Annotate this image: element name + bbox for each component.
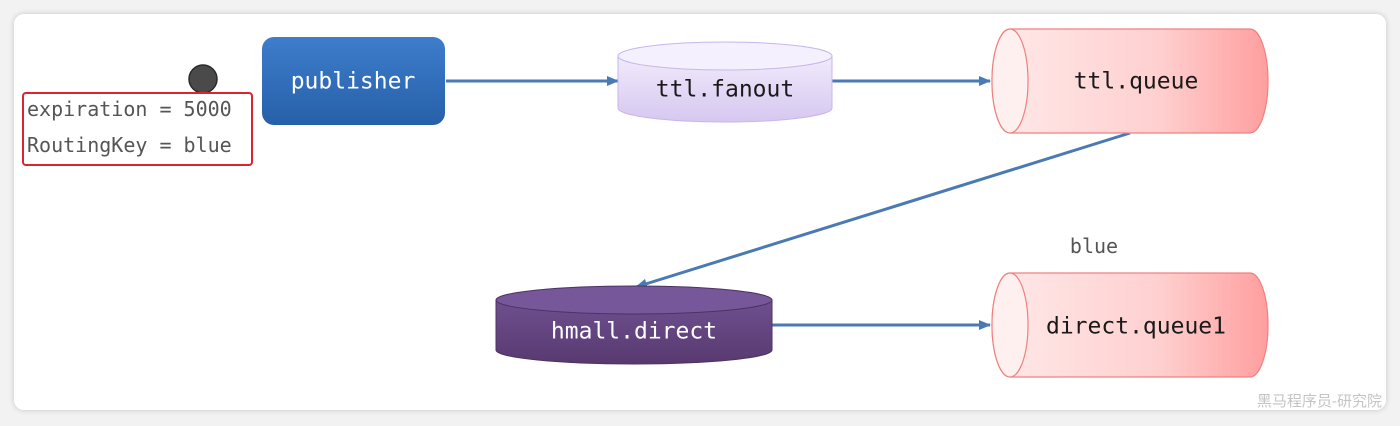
ttl-fanout-exchange: ttl.fanout xyxy=(617,41,833,123)
hmall-direct-label: hmall.direct xyxy=(551,319,717,345)
expiration-property: expiration = 5000 xyxy=(27,97,232,121)
message-properties-box: expiration = 5000 RoutingKey = blue xyxy=(22,92,253,166)
ttl-queue: ttl.queue xyxy=(991,28,1269,134)
direct-queue1-label: direct.queue1 xyxy=(1046,314,1226,340)
message-token xyxy=(188,64,218,94)
watermark: 黑马程序员-研究院 xyxy=(1257,392,1382,410)
routing-key-property: RoutingKey = blue xyxy=(27,133,232,157)
ttl-fanout-label: ttl.fanout xyxy=(656,77,794,103)
publisher-node: publisher xyxy=(262,37,445,125)
publisher-label: publisher xyxy=(291,69,416,95)
arrow-ttl-queue-to-hmall-direct xyxy=(635,131,1131,289)
direct-queue1: direct.queue1 xyxy=(991,272,1269,378)
binding-key-label: blue xyxy=(1070,234,1118,258)
ttl-queue-label: ttl.queue xyxy=(1074,69,1199,95)
hmall-direct-exchange: hmall.direct xyxy=(495,285,773,365)
